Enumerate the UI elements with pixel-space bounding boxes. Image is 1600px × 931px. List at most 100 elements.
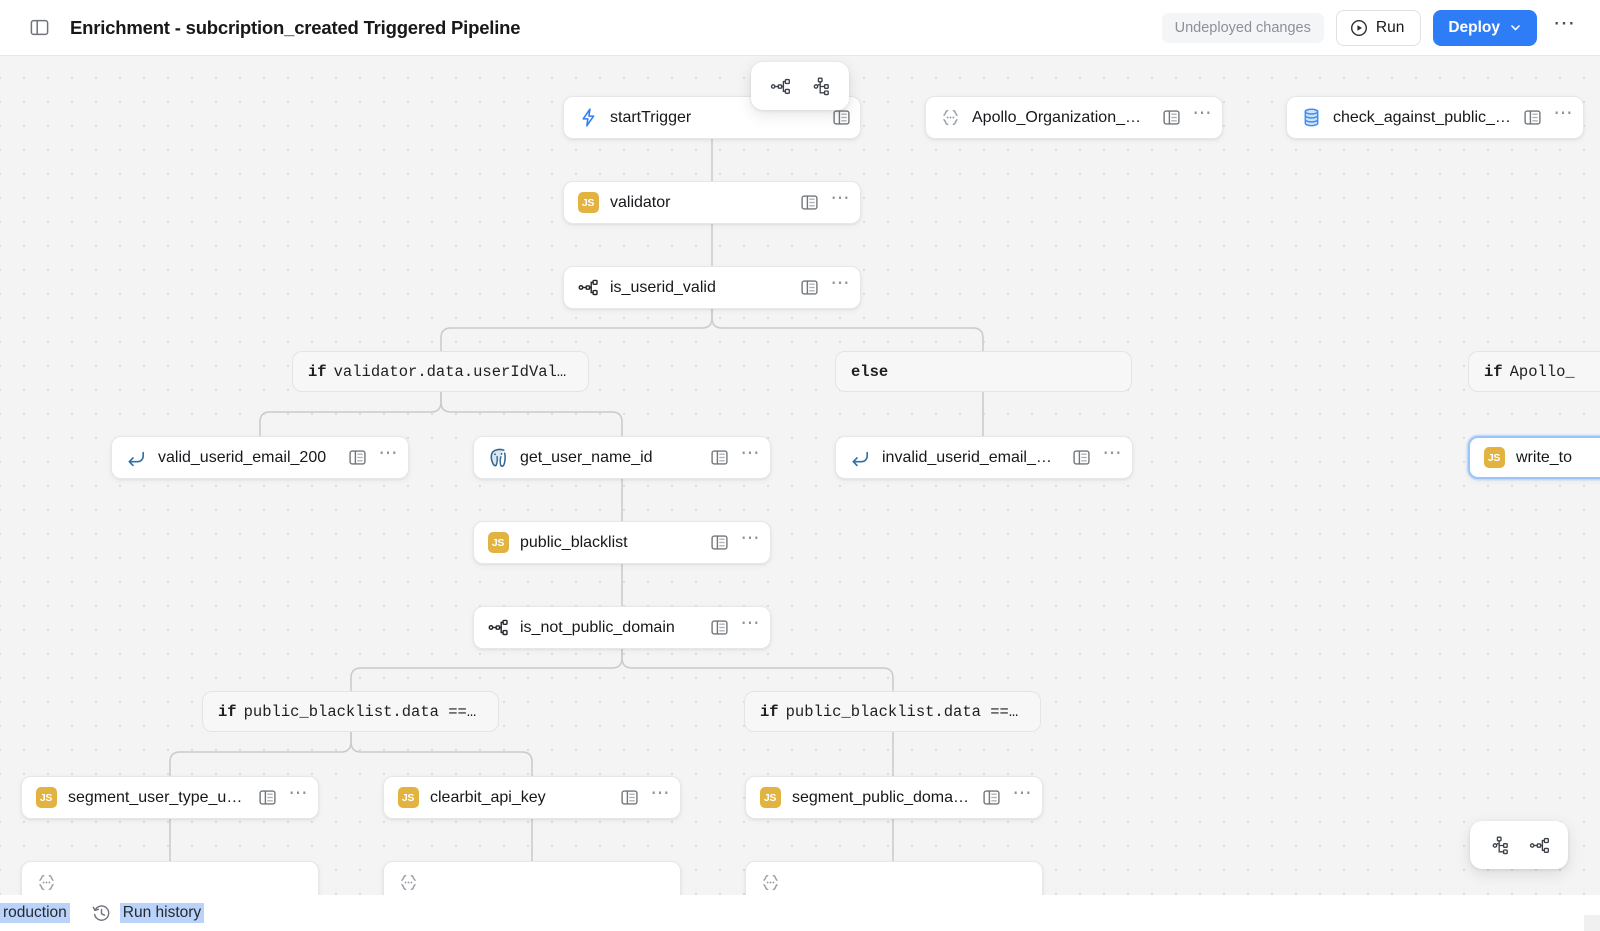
node-label: validator [610,193,671,211]
environment-label: roduction [0,903,70,923]
app-header: Enrichment - subcription_created Trigger… [0,0,1600,56]
js-icon: JS [35,787,57,809]
node-panel-toggle-icon[interactable] [348,449,366,466]
node-label: check_against_public_… [1333,108,1511,126]
page-title: Enrichment - subcription_created Trigger… [70,16,521,38]
chevron-down-icon [1509,21,1522,34]
node-panel-toggle-icon[interactable] [710,449,728,466]
deploy-button-label: Deploy [1448,18,1500,36]
node-actions: ⋯ [620,783,671,806]
pipeline-node-invalid_userid_email_4[interactable]: invalid_userid_email_4… ⋯ [835,436,1133,479]
node-more-menu-button[interactable]: ⋯ [650,783,670,804]
condition-node-cond_else[interactable]: else [835,351,1132,392]
condition-keyword: if [218,702,237,721]
node-actions: ⋯ [800,273,851,296]
pipeline-node-valid_userid_email_200[interactable]: valid_userid_email_200 ⋯ [111,436,409,479]
pipeline-canvas[interactable]: startTrigger Apollo_Organization_E… ⋯ ch… [0,56,1600,931]
panel-toggle-icon[interactable] [26,15,52,41]
node-panel-toggle-icon[interactable] [800,194,818,211]
deploy-button[interactable]: Deploy [1433,9,1537,46]
run-history-label: Run history [119,903,205,923]
node-panel-toggle-icon[interactable] [1162,109,1180,126]
horizontal-tree-layout-icon[interactable] [765,71,795,101]
pipeline-node-get_user_name_id[interactable]: get_user_name_id ⋯ [473,436,771,479]
node-actions: ⋯ [800,188,851,211]
node-more-menu-button[interactable]: ⋯ [1192,103,1212,124]
node-actions: ⋯ [982,783,1033,806]
vertical-tree-layout-icon[interactable] [805,71,835,101]
node-label: is_not_public_domain [520,618,675,636]
node-more-menu-button[interactable]: ⋯ [830,273,850,294]
undeployed-changes-badge: Undeployed changes [1161,12,1324,43]
node-panel-toggle-icon[interactable] [620,789,638,806]
run-button[interactable]: Run [1335,9,1422,46]
pipeline-node-public_blacklist[interactable]: JS public_blacklist ⋯ [473,521,771,564]
pipeline-edges [169,139,984,861]
node-panel-toggle-icon[interactable] [833,109,850,126]
node-label: segment_public_doma… [792,788,969,806]
node-label: startTrigger [610,108,692,126]
header-more-menu-button[interactable]: ⋯ [1553,9,1576,35]
node-more-menu-button[interactable]: ⋯ [1102,443,1122,464]
scrollbar-corner [1584,915,1600,931]
node-panel-toggle-icon[interactable] [982,789,1000,806]
lightning-bolt-icon [577,107,599,129]
node-more-menu-button[interactable]: ⋯ [1012,783,1032,804]
pipeline-node-clearbit_api_key[interactable]: JS clearbit_api_key ⋯ [383,776,681,819]
node-panel-toggle-icon[interactable] [710,534,728,551]
horizontal-tree-layout-icon[interactable] [1524,830,1554,860]
play-circle-icon [1350,19,1368,37]
pipeline-node-is_not_public_domain[interactable]: is_not_public_domain ⋯ [473,606,771,649]
run-history-button[interactable]: Run history [92,903,205,923]
node-label: Apollo_Organization_E… [972,108,1151,126]
layout-controls-bottom [1470,821,1568,869]
node-actions: ⋯ [710,528,761,551]
postgres-icon [487,447,509,469]
header-actions: Undeployed changes Run Deploy [1161,9,1600,46]
pipeline-node-apollo_org[interactable]: Apollo_Organization_E… ⋯ [925,96,1223,139]
pipeline-node-is_userid_valid[interactable]: is_userid_valid ⋯ [563,266,861,309]
js-icon: JS [397,787,419,809]
node-panel-toggle-icon[interactable] [800,279,818,296]
node-more-menu-button[interactable]: ⋯ [740,528,760,549]
vertical-tree-layout-icon[interactable] [1484,830,1514,860]
js-icon: JS [1483,447,1505,469]
run-button-label: Run [1375,18,1405,36]
node-panel-toggle-icon[interactable] [710,619,728,636]
node-label: clearbit_api_key [430,788,546,806]
condition-keyword: else [851,362,889,381]
node-more-menu-button[interactable]: ⋯ [288,783,308,804]
condition-keyword: if [1484,362,1503,381]
node-label: invalid_userid_email_4… [882,448,1061,466]
node-more-menu-button[interactable]: ⋯ [378,443,398,464]
json-braces-icon [35,872,57,894]
node-panel-toggle-icon[interactable] [1523,109,1541,126]
database-icon [1300,107,1322,129]
node-label: get_user_name_id [520,448,653,466]
condition-keyword: if [760,702,779,721]
node-actions [833,109,850,126]
return-arrow-icon [125,447,147,469]
node-panel-toggle-icon[interactable] [1072,449,1090,466]
node-panel-toggle-icon[interactable] [258,789,276,806]
node-more-menu-button[interactable]: ⋯ [740,443,760,464]
pipeline-node-validator[interactable]: JS validator ⋯ [563,181,861,224]
node-actions: ⋯ [1162,103,1213,126]
node-actions: ⋯ [710,613,761,636]
layout-controls-top [751,62,849,110]
node-more-menu-button[interactable]: ⋯ [740,613,760,634]
js-icon: JS [577,192,599,214]
node-label: public_blacklist [520,533,628,551]
node-more-menu-button[interactable]: ⋯ [1553,103,1573,124]
pipeline-node-check_against_public[interactable]: check_against_public_… ⋯ [1286,96,1584,139]
node-more-menu-button[interactable]: ⋯ [830,188,850,209]
node-label: valid_userid_email_200 [158,448,327,466]
js-icon: JS [487,532,509,554]
